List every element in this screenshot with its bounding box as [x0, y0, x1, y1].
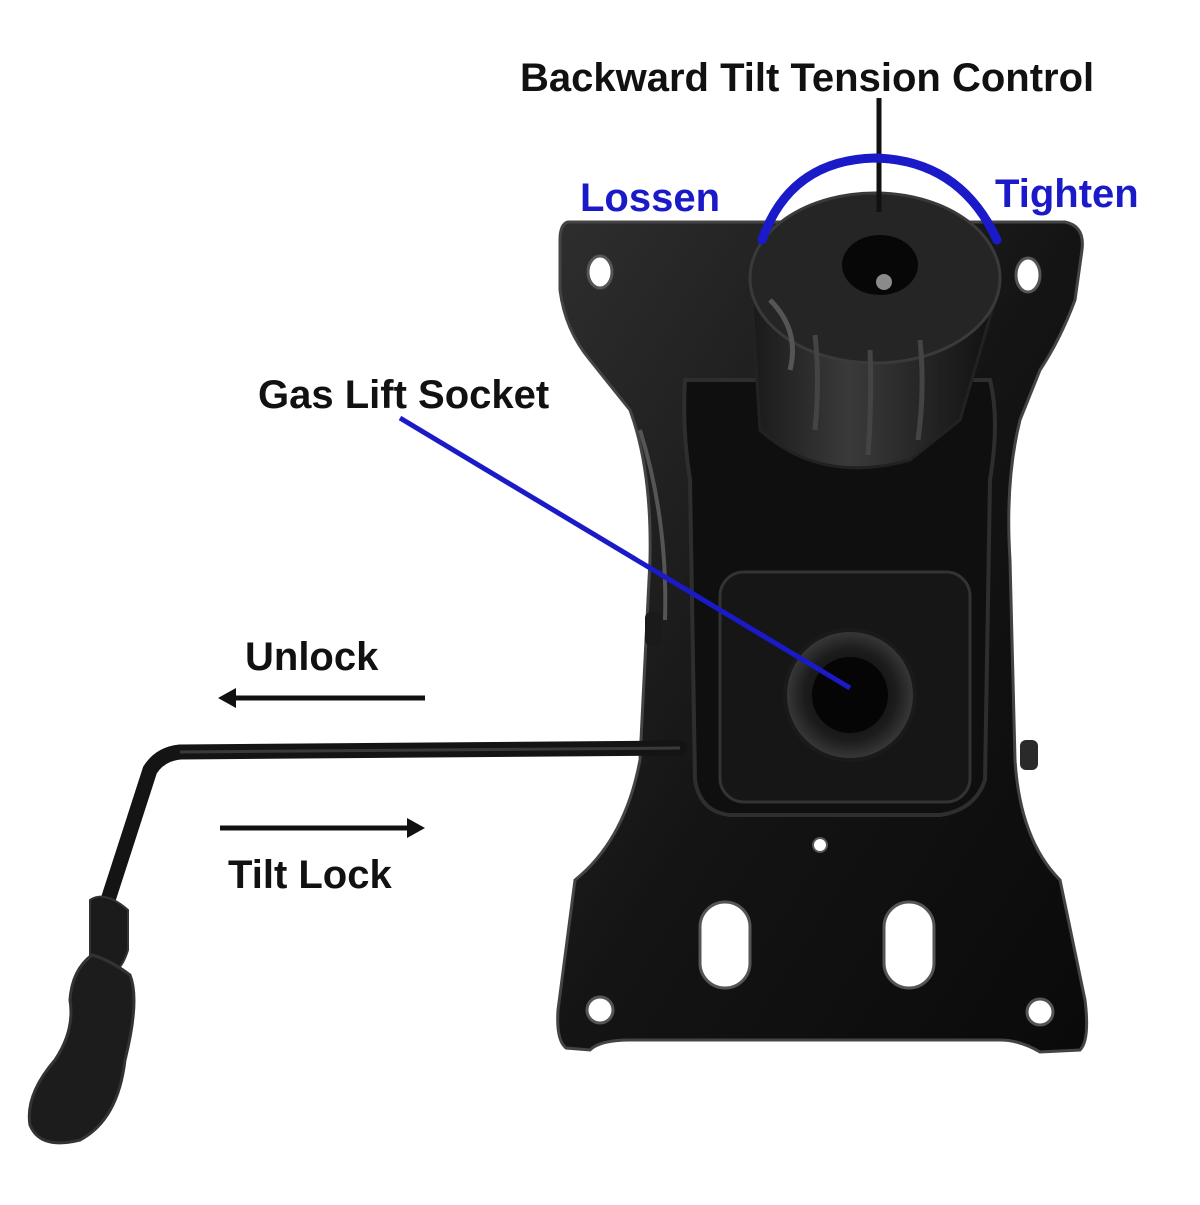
mount-hole-bottom-left [585, 995, 615, 1025]
side-pin-right [1020, 740, 1038, 770]
side-pin-left [645, 612, 661, 646]
adjust-direction-arc [757, 153, 1002, 245]
loosen-label: Lossen [580, 176, 721, 220]
small-hole-center [812, 837, 828, 853]
tilt-lock-label: Tilt Lock [228, 853, 392, 897]
gas-lift-pointer-line [398, 415, 852, 691]
unlock-label: Unlock [245, 635, 379, 679]
tension-knob [748, 191, 1002, 470]
tilt-lever [27, 740, 688, 1145]
tighten-label: Tighten [995, 172, 1139, 216]
gas-lift-socket-label: Gas Lift Socket [258, 373, 550, 417]
mount-hole-bottom-right [1025, 997, 1055, 1027]
mount-slot-right [882, 900, 936, 990]
mount-hole-top-left [586, 254, 614, 290]
unlock-arrow [218, 688, 425, 708]
lever-paddle [27, 953, 136, 1145]
tilt-lock-arrow [220, 818, 425, 838]
mount-slot-left [698, 900, 752, 990]
tension-control-label: Backward Tilt Tension Control [520, 56, 1095, 100]
plate-edge-highlight [638, 429, 668, 621]
mount-hole-top-right [1014, 256, 1042, 294]
gas-lift-socket [783, 628, 917, 762]
